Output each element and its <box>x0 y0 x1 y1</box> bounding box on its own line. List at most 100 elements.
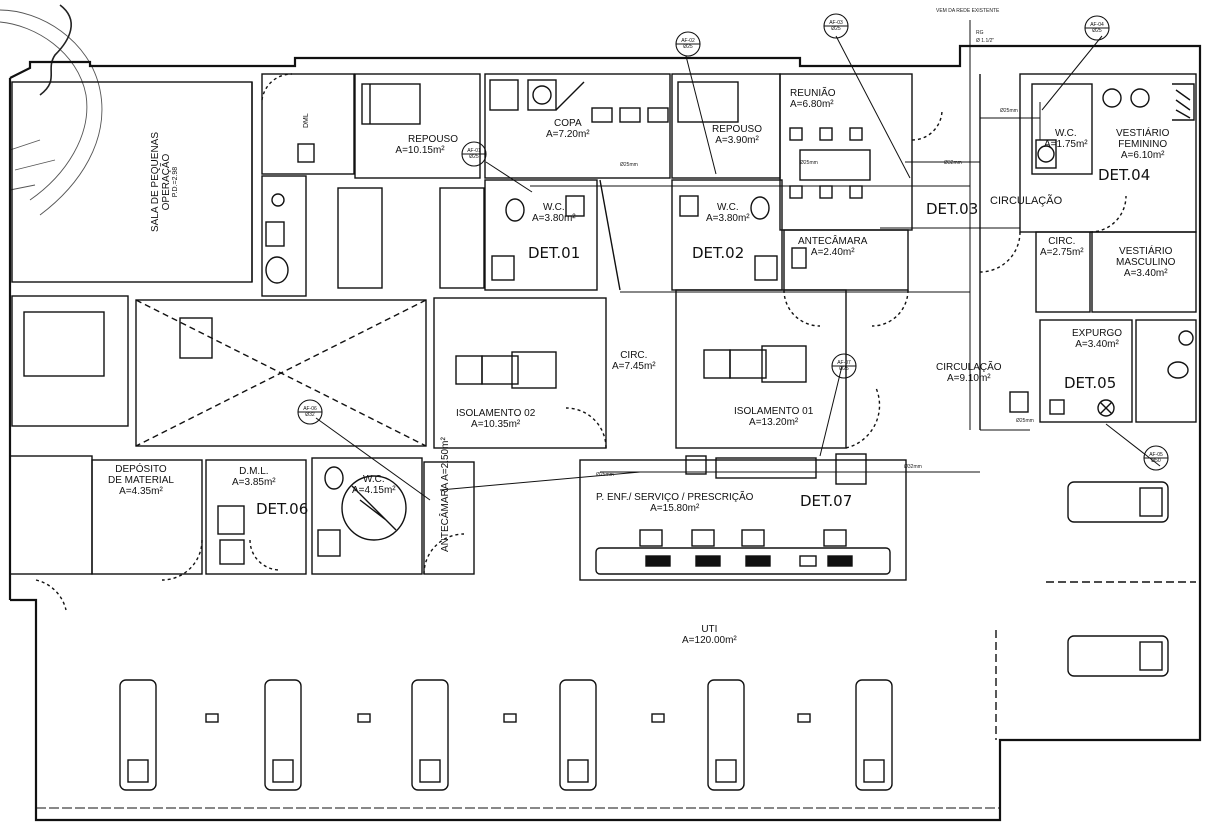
tag-af01-sub: Ø25 <box>469 154 479 160</box>
sala-pequenas-line3: P.D.=2.98 <box>172 166 179 198</box>
tag-af04-sub: Ø25 <box>1092 28 1102 34</box>
tag-af02: AF-02 Ø25 <box>677 38 699 50</box>
repouso1-name: REPOUSO <box>408 134 459 145</box>
vest-fem-line2: FEMININO <box>1118 139 1168 150</box>
vestiario-feminino-walls <box>1019 73 1197 233</box>
tag-af03: AF-03 Ø25 <box>825 20 847 32</box>
isolamento1-walls <box>675 289 881 449</box>
uti-beds <box>119 481 1169 791</box>
tag-af07-sub: Ø25 <box>839 366 849 372</box>
vest-fem-area: A=6.10m² <box>1120 150 1165 161</box>
wc1-area: A=3.80m² <box>532 213 576 224</box>
wc1-name: W.C. <box>542 202 565 213</box>
antecamara1-label: ANTECÂMARA A=2.40m² <box>798 236 867 258</box>
note-pipe-b: Ø25mm <box>800 160 818 166</box>
posto-enfermagem-walls <box>579 453 907 581</box>
tag-af06-sub: Ø32 <box>305 412 315 418</box>
circ-small-area: A=2.75m² <box>1040 247 1084 258</box>
sala-pequenas-line1: SALA DE PEQUENAS <box>150 131 161 233</box>
tag-af01: AF-01 Ø25 <box>463 148 485 160</box>
repouso1-label: REPOUSO A=10.15m² <box>382 134 458 156</box>
expurgo-area: A=3.40m² <box>1075 339 1119 350</box>
note-pipe-d: Ø25mm <box>1000 108 1018 114</box>
note-rede: VEM DA REDE EXISTENTE <box>936 8 1000 14</box>
circulacao-main-label: CIRCULAÇÃO A=9.10m² <box>936 362 1002 384</box>
tag-af07-code: AF-07 <box>837 360 851 366</box>
note-riser-bottom: Ø 1.1/2" <box>976 38 995 44</box>
det02-label: DET.02 <box>692 244 745 262</box>
isolamento2-area: A=10.35m² <box>471 419 521 430</box>
wc3-area: A=4.15m² <box>352 485 396 496</box>
note-pipe-e: Ø32mm <box>904 464 922 470</box>
posto-area: A=15.80m² <box>650 503 700 514</box>
circulacao-walls <box>911 74 1197 430</box>
det04-label: DET.04 <box>1098 166 1151 184</box>
antecamara2-label: ANTECÂMARA A=2.50m² <box>440 437 451 552</box>
repouso2-label: REPOUSO A=3.90m² <box>712 124 762 146</box>
sala-pequenas-label: SALA DE PEQUENAS OPERAÇÃO P.D.=2.98 <box>150 112 179 252</box>
tag-af05-sub: Ø50 <box>1151 458 1161 464</box>
uti-label: UTI A=120.00m² <box>682 624 737 646</box>
wc-fem-area: A=1.75m² <box>1044 139 1088 150</box>
circulacao-top-label: CIRCULAÇÃO <box>990 195 1063 207</box>
dml-name: D.M.L. <box>239 466 269 477</box>
det03-label: DET.03 <box>926 200 979 218</box>
note-riser-top: RG <box>976 30 984 36</box>
tag-af01-code: AF-01 <box>467 148 481 154</box>
tag-af03-code: AF-03 <box>829 20 843 26</box>
reuniao-name: REUNIÃO <box>790 88 836 99</box>
reuniao-area: A=6.80m² <box>790 99 834 110</box>
wc1-walls <box>484 179 621 291</box>
wc2-label: W.C. A=3.80m² <box>706 202 750 224</box>
isolamento1-name: ISOLAMENTO 01 <box>734 406 814 417</box>
uti-name: UTI <box>701 624 718 635</box>
copa-walls <box>484 73 671 179</box>
antecamara2-area: A=2.50m² <box>440 437 451 481</box>
void-area <box>11 295 427 447</box>
stamp-seal <box>0 4 103 216</box>
det07-label: DET.07 <box>800 492 853 510</box>
tag-af07: AF-07 Ø25 <box>833 360 855 372</box>
vest-masc-area: A=3.40m² <box>1123 268 1168 279</box>
uti-area: A=120.00m² <box>682 635 737 646</box>
exterior-walls <box>8 44 1202 822</box>
repouso2-name: REPOUSO <box>712 124 763 135</box>
deposito-area: A=4.35m² <box>119 486 163 497</box>
tag-af06: AF-06 Ø32 <box>299 406 321 418</box>
det01-label: DET.01 <box>528 244 581 262</box>
antecamara1-name: ANTECÂMARA <box>798 236 868 247</box>
tag-af05: AF-05 Ø50 <box>1145 452 1167 464</box>
isolamento1-label: ISOLAMENTO 01 A=13.20m² <box>734 406 813 428</box>
circ-mid-label: CIRC. A=7.45m² <box>612 350 656 372</box>
vest-masc-line1: VESTIÁRIO <box>1119 246 1173 257</box>
vest-masc-line2: MASCULINO <box>1116 257 1176 268</box>
wc-fem-label: W.C. A=1.75m² <box>1044 128 1088 150</box>
lower-rooms-walls <box>9 455 475 581</box>
copa-area: A=7.20m² <box>546 129 590 140</box>
tag-af02-code: AF-02 <box>681 38 695 44</box>
sala-pequenas-walls <box>11 81 253 283</box>
wc3-name: W.C. <box>362 474 385 485</box>
tag-af03-sub: Ø25 <box>831 26 841 32</box>
pipe-lines <box>315 20 1161 501</box>
wc2-walls <box>671 179 783 291</box>
det06-label: DET.06 <box>256 500 309 518</box>
antecamara2-name: ANTECÂMARA <box>440 483 451 552</box>
isolamento1-area: A=13.20m² <box>749 417 799 428</box>
note-pipe-g: Ø25mm <box>1016 418 1034 424</box>
deposito-label: DEPÓSITO DE MATERIAL A=4.35m² <box>108 464 174 497</box>
uti-walls <box>35 579 1196 809</box>
dml-area: A=3.85m² <box>232 477 276 488</box>
repouso1-walls <box>337 73 485 289</box>
tag-af04: AF-04 Ø25 <box>1086 22 1108 34</box>
circ-small-label: CIRC. A=2.75m² <box>1040 236 1084 258</box>
circulacao-main-area: A=9.10m² <box>946 373 991 384</box>
tag-af06-code: AF-06 <box>303 406 317 412</box>
circ-small-name: CIRC. <box>1048 236 1076 247</box>
repouso2-area: A=3.90m² <box>715 135 759 146</box>
wc2-name: W.C. <box>716 202 739 213</box>
reuniao-label: REUNIÃO A=6.80m² <box>790 88 836 110</box>
isolamento2-walls <box>433 297 607 449</box>
